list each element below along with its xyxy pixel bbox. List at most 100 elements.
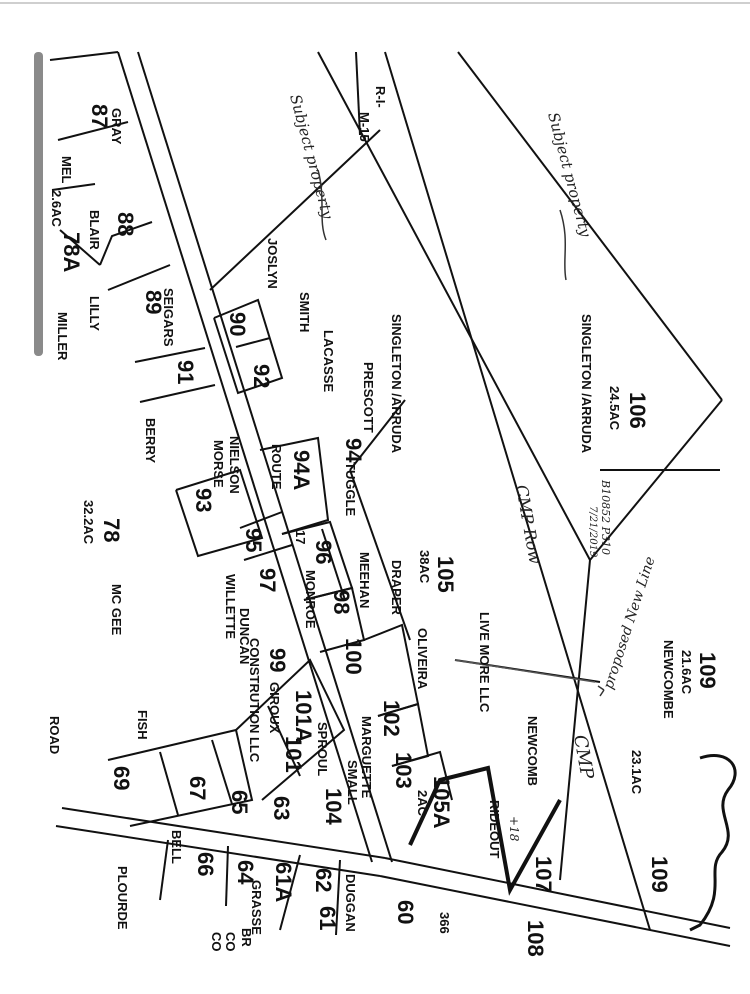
- parcel-94A: 94A: [289, 450, 314, 490]
- owner-smith: SMITH: [297, 292, 312, 332]
- owner-singleton2: SINGLETON /ARRUDA: [579, 314, 594, 454]
- river-outline: [689, 754, 737, 932]
- parcel-17: 17: [293, 530, 308, 544]
- owner-marguette: MARGUETTE: [359, 716, 374, 799]
- parcel-109b: 109: [647, 856, 672, 893]
- owner-giroux: GIROUX: [267, 682, 282, 734]
- annotation-book-page: B10852 P310: [599, 479, 612, 555]
- zone-m15: M-15: [357, 112, 372, 142]
- owner-duggan: DUGGAN: [343, 874, 358, 932]
- parcel-102: 102: [379, 700, 404, 737]
- owner-gray: GRAY: [109, 108, 124, 145]
- owner-lilly: LILLY: [87, 296, 102, 331]
- owner-bell: BELL: [169, 830, 184, 864]
- parcel-101A: 101A: [291, 690, 316, 743]
- owner-br: BR: [239, 928, 254, 947]
- owner-oliveira: OLIVEIRA: [415, 628, 430, 690]
- acreage-78: 32.2AC: [81, 500, 96, 545]
- parcel-105: 105: [433, 556, 458, 593]
- owner-joslyn: JOSLYN: [265, 238, 280, 289]
- owner-small: SMALL: [345, 760, 360, 805]
- parcel-63: 63: [269, 796, 294, 820]
- owner-duncan: DUNCAN: [237, 608, 252, 664]
- parcel-108: 108: [523, 920, 548, 957]
- scan-scrollbar-mark: [34, 52, 43, 356]
- zone-ri: R-I-: [373, 86, 388, 108]
- owner-route: ROUTE: [269, 444, 284, 490]
- owner-fish: FISH: [135, 710, 150, 740]
- parcel-94: 94: [341, 438, 366, 463]
- owner-mel: MEL: [59, 156, 74, 184]
- owner-lacasse: LACASSE: [321, 330, 336, 392]
- owner-newcomb1: NEWCOMB: [525, 716, 540, 786]
- owner-draper: DRAPER: [389, 560, 404, 616]
- acreage-106: 24.5AC: [607, 386, 622, 431]
- parcel-78: 78: [99, 518, 124, 542]
- owner-berry: BERRY: [143, 418, 158, 463]
- parcel-95: 95: [241, 528, 266, 552]
- owner-co2: CO: [209, 932, 224, 952]
- parcel-97: 97: [255, 568, 280, 592]
- parcel-88: 88: [113, 212, 138, 236]
- parcel-106: 106: [625, 392, 650, 429]
- parcel-64: 64: [233, 860, 258, 885]
- annotation-plus18: +18: [507, 816, 521, 842]
- parcel-61A: 61A: [271, 862, 296, 902]
- parcel-366: 366: [437, 912, 452, 934]
- owner-grasse: GRASSE: [249, 880, 264, 935]
- parcel-99: 99: [265, 648, 290, 672]
- parcel-62: 62: [311, 868, 336, 892]
- parcel-103: 103: [391, 752, 416, 789]
- acreage-109: 21.6AC: [679, 650, 694, 695]
- owner-morse: MORSE: [211, 440, 226, 488]
- parcel-90: 90: [225, 312, 250, 336]
- parcel-60: 60: [393, 900, 418, 924]
- parcel-91: 91: [173, 360, 198, 384]
- owner-plourde: PLOURDE: [115, 866, 130, 930]
- owner-willette: WILLETTE: [223, 574, 238, 639]
- parcel-lines: [49, 51, 731, 947]
- owner-meehan: MEEHAN: [357, 552, 372, 608]
- parcel-65: 65: [227, 790, 252, 814]
- owner-seigars: SEIGARS: [161, 288, 176, 347]
- owner-nielson: NIELSON: [227, 436, 242, 494]
- acreage-mel: 2.6AC: [49, 190, 64, 227]
- annotation-arrows: [317, 169, 605, 697]
- parcel-66: 66: [193, 852, 218, 876]
- parcel-105A-boundary: [408, 765, 562, 896]
- owner-newcomb2: NEWCOMBE: [661, 640, 676, 719]
- parcel-78A: 78A: [59, 232, 84, 272]
- owner-tuggle: TUGGLE: [343, 462, 358, 516]
- parcel-93: 93: [191, 488, 216, 512]
- owner-sproul: SPROUL: [315, 722, 330, 776]
- acreage-109b: 23.1AC: [629, 750, 644, 795]
- owner-road: ROAD: [47, 716, 62, 754]
- owner-co: CO: [223, 932, 238, 952]
- acreage-105: 38AC: [417, 550, 432, 584]
- parcel-61: 61: [315, 906, 340, 930]
- parcel-100: 100: [341, 638, 366, 675]
- owner-construction: CONSTRUTION LLC: [247, 638, 262, 763]
- parcel-87: 87: [87, 104, 112, 128]
- owner-mcgee: MC GEE: [109, 584, 124, 636]
- owner-rideout: RIDEOUT: [487, 800, 502, 859]
- proposed-line: [454, 659, 596, 683]
- annotation-date: 7/21/2019: [587, 506, 598, 558]
- owner-monroe: MONROE: [303, 570, 318, 629]
- parcel-104: 104: [321, 788, 346, 825]
- parcel-67: 67: [185, 776, 210, 800]
- parcel-92: 92: [249, 364, 274, 388]
- owner-miller: MILLER: [55, 312, 70, 361]
- owner-singleton1: SINGLETON /ARRUDA: [389, 314, 404, 454]
- parcel-89: 89: [141, 290, 166, 314]
- parcel-69: 69: [109, 766, 134, 790]
- parcel-107: 107: [531, 856, 556, 893]
- parcel-105A: 105A: [429, 776, 454, 829]
- parcel-101: 101: [281, 736, 306, 773]
- parcel-98: 98: [329, 590, 354, 614]
- acreage-105A: 2AC: [415, 790, 430, 817]
- owner-livemore: LIVE MORE LLC: [477, 612, 492, 713]
- owner-blair: BLAIR: [87, 210, 102, 250]
- owner-prescott: PRESCOTT: [361, 362, 376, 433]
